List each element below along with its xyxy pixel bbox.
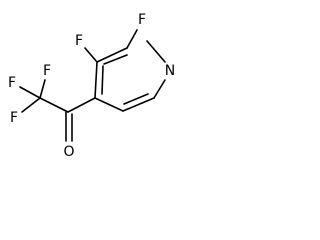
bond-c2-f [126,29,138,49]
bond-c4-c3-inner [101,65,104,95]
ring-substituents [84,29,138,63]
atom-label-f-cf3-c: F [10,110,18,126]
atom-labels: N F F F F F O [8,12,175,160]
bond-c6-c5 [122,97,155,112]
bond-cf3-f-left [21,97,41,113]
bond-n1-c6 [153,79,166,99]
atom-label-f-ring-3: F [75,33,83,49]
bond-c4-c3 [94,61,98,99]
bond-carbonyl-cf3 [39,97,69,113]
bond-c6-c5-inner [123,93,149,105]
bond-c2-n1 [146,40,166,63]
pyridine-ring [94,40,166,112]
bond-c3-c2-inner [103,54,128,65]
trifluoroacetyl-group [19,79,96,142]
structure-diagram: N F F F F F O [8,12,175,160]
atom-label-f-ring-2: F [138,12,146,28]
bond-cf3-f-top [39,79,46,99]
bond-cf3-f-upper-left [19,86,41,99]
bond-c5-c4 [94,97,124,112]
bond-c4-carbonyl [67,97,96,113]
atom-label-n1: N [165,63,175,79]
atom-label-o-carbonyl: O [63,144,74,160]
bond-c3-f [84,47,98,63]
bond-c3-c2 [96,47,128,63]
atom-label-f-cf3-a: F [43,63,51,79]
atom-label-f-cf3-b: F [8,75,16,91]
